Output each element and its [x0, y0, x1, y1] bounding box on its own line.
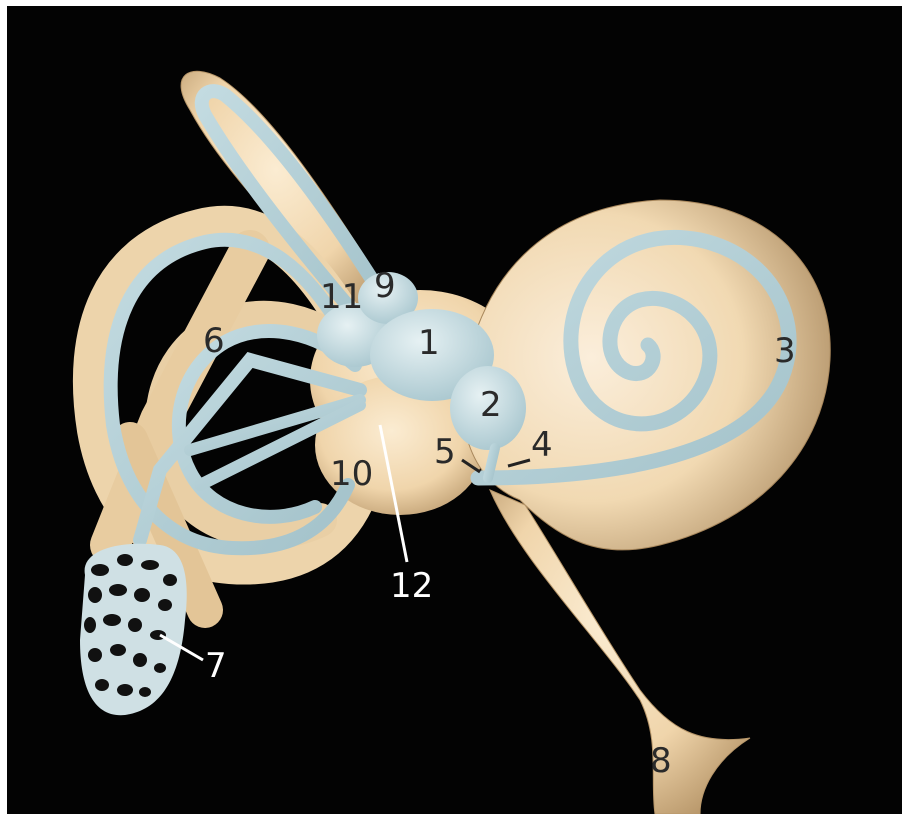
- label-8: 8: [650, 741, 672, 781]
- label-12: 12: [390, 566, 433, 606]
- label-9: 9: [374, 266, 396, 306]
- label-2: 2: [480, 385, 502, 425]
- label-1: 1: [418, 323, 440, 363]
- label-4: 4: [531, 425, 553, 465]
- label-6: 6: [203, 321, 225, 361]
- label-10: 10: [330, 454, 373, 494]
- label-11: 11: [320, 277, 363, 317]
- label-5: 5: [434, 432, 456, 472]
- label-3: 3: [774, 331, 796, 371]
- label-7: 7: [205, 646, 227, 686]
